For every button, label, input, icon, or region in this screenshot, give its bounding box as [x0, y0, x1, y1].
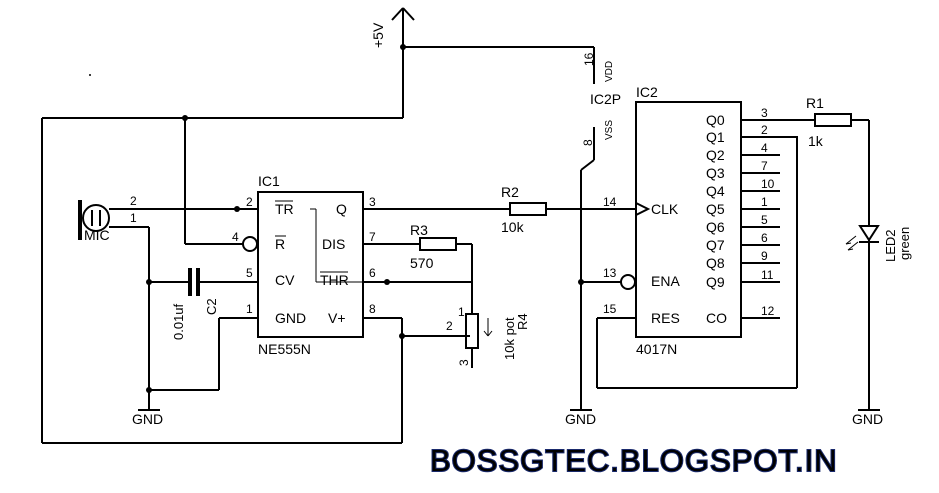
- r4-pin-3: 3: [457, 359, 471, 366]
- gnd-label-right: GND: [852, 411, 883, 427]
- led2-ref: LED2: [883, 229, 898, 262]
- supply-symbol: +5V: [370, 7, 415, 118]
- r4-pin-1: 1: [458, 305, 465, 319]
- ic2-pin-number-q5: 1: [761, 195, 768, 209]
- ic2-pin-number-q9: 11: [761, 268, 774, 282]
- ic2-pin-number-q8: 9: [761, 249, 768, 263]
- ic2-pin-number-q0: 3: [761, 106, 768, 120]
- ic2-pin-q3: Q3: [706, 165, 725, 181]
- ic2-pin-clk: CLK: [651, 201, 679, 217]
- ic2-ref: IC2: [636, 84, 658, 100]
- ic2-pin-number-clk: 14: [603, 195, 617, 209]
- led2: LED2 green: [845, 225, 912, 262]
- mic-pin-1: 1: [130, 211, 137, 225]
- ic2-vdd-label: VDD: [604, 61, 615, 82]
- ic1-pin-cv: CV: [275, 272, 295, 288]
- ic2-pin-number-q6: 5: [761, 213, 768, 227]
- ic1-pin-number-q: 3: [369, 195, 376, 209]
- ic1-pin-number-cv: 5: [246, 266, 253, 280]
- ic1-pin-thr: THR: [320, 272, 349, 288]
- blog-watermark: BOSSGTEC.BLOGSPOT.IN: [430, 443, 838, 478]
- r4-ref: R4: [515, 313, 530, 330]
- ic2-part: 4017N: [636, 341, 677, 357]
- ic2-power-pins: 16 VDD IC2P VSS 8 GND: [565, 52, 621, 427]
- ic1-pin-number-vplus: 8: [369, 302, 376, 316]
- potentiometer-r4: 1 2 3 10k pot R4: [446, 305, 530, 368]
- c2-value: 0.01uf: [171, 303, 186, 340]
- ic1-pin-number-gnd: 1: [246, 302, 253, 316]
- r2-value: 10k: [501, 219, 525, 235]
- microphone: MIC 2 1: [78, 194, 137, 243]
- capacitor-c2: 0.01uf C2: [149, 268, 258, 340]
- r1-ref: R1: [806, 95, 824, 111]
- ic2-power-ref: IC2P: [590, 91, 621, 107]
- ic1-pin-q: Q: [336, 201, 347, 217]
- ic1-pin-number-r: 4: [232, 230, 239, 244]
- ic1-pin-number-dis: 7: [369, 230, 376, 244]
- ic1-555-timer: IC1 TR R CV GND Q DIS THR V+ NE555N: [242, 173, 364, 357]
- ic2-pin-number-q1: 2: [761, 123, 768, 137]
- ic2-pin-number-q4: 10: [761, 177, 775, 191]
- ic1-pin-gnd: GND: [275, 310, 306, 326]
- ic1-pin-tr: TR: [275, 201, 294, 217]
- r1-value: 1k: [808, 133, 824, 149]
- ic2-pin-number-ena: 13: [603, 266, 617, 280]
- gnd-label-ic2: GND: [565, 411, 596, 427]
- ic2-pin-q0: Q0: [706, 112, 725, 128]
- gnd-label-left: GND: [132, 411, 163, 427]
- ic1-ref: IC1: [258, 173, 280, 189]
- resistor-r3: R3 570: [410, 222, 457, 271]
- resistor-r2: R2 10k: [501, 184, 547, 235]
- resistor-r1: R1 1k: [806, 95, 852, 149]
- ic2-pin-q8: Q8: [706, 255, 725, 271]
- ic2-pin-q2: Q2: [706, 147, 725, 163]
- led2-color: green: [897, 227, 912, 260]
- ic2-vdd-pin-number: 16: [582, 52, 596, 66]
- ic2-pin-number-q7: 6: [761, 231, 768, 245]
- ic2-pin-co: CO: [706, 310, 727, 326]
- ic2-pin-q6: Q6: [706, 219, 725, 235]
- ic2-4017-counter: IC2 CLK ENA RES 4017N: [620, 84, 742, 357]
- ic2-pin-q9: Q9: [706, 274, 725, 290]
- ic2-pin-number-q2: 4: [761, 141, 768, 155]
- mic-pin-2: 2: [130, 194, 137, 208]
- ic2-pin-q4: Q4: [706, 183, 725, 199]
- r4-pin-2: 2: [446, 319, 453, 333]
- r3-ref: R3: [410, 222, 428, 238]
- ic2-pin-res: RES: [651, 310, 680, 326]
- r2-ref: R2: [501, 184, 519, 200]
- r3-value: 570: [410, 255, 434, 271]
- ic2-pin-number-co: 12: [761, 304, 775, 318]
- ic1-pin-dis: DIS: [322, 236, 345, 252]
- ic2-vss-pin-number: 8: [581, 139, 595, 146]
- c2-ref: C2: [204, 298, 219, 315]
- ic1-pin-number-thr: 6: [369, 266, 376, 280]
- ic2-pin-q1: Q1: [706, 129, 725, 145]
- ic2-pin-ena: ENA: [651, 273, 680, 289]
- r4-value: 10k pot: [502, 317, 517, 360]
- ic1-part: NE555N: [258, 341, 311, 357]
- ic1-pin-r: R: [275, 236, 285, 252]
- ic2-pin-q7: Q7: [706, 237, 725, 253]
- ic1-pin-vplus: V+: [328, 310, 346, 326]
- ic2-pin-q5: Q5: [706, 201, 725, 217]
- supply-label: +5V: [370, 22, 386, 48]
- ic2-pin-number-res: 15: [603, 302, 617, 316]
- mic-label: MIC: [84, 227, 110, 243]
- ic1-pin-number-tr: 2: [246, 195, 253, 209]
- ic2-vss-label: VSS: [604, 120, 615, 140]
- ic2-pin-number-q3: 7: [761, 159, 768, 173]
